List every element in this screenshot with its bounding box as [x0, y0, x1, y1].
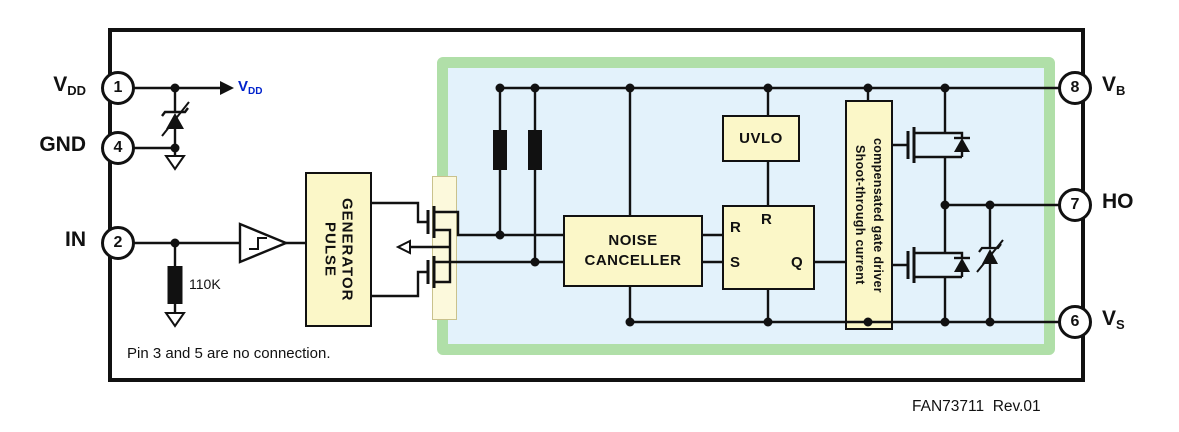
- pin-8-name: V: [1102, 73, 1117, 96]
- nc-pins-note: Pin 3 and 5 are no connection.: [127, 345, 331, 362]
- wires: [134, 86, 1059, 324]
- pin-1-name-sub: DD: [67, 83, 86, 98]
- zener-ho-clamp-icon: [976, 239, 1004, 273]
- zener-vdd-clamp-icon: [161, 101, 190, 137]
- pin-2-circle: 2: [101, 226, 135, 260]
- latch-s-input-label: S: [730, 254, 741, 271]
- pin-6-name-sub: S: [1116, 317, 1125, 332]
- gate-driver-line1: Shoot-through current: [853, 145, 867, 285]
- output-mosfet-high-icon: [906, 127, 916, 163]
- pulse-generator-line1: PULSE: [321, 221, 339, 277]
- ground-in-icon: [164, 312, 186, 328]
- rs-latch-block: [722, 205, 815, 290]
- pin-6-number: 6: [1070, 313, 1080, 330]
- pin-7-circle: 7: [1058, 188, 1092, 222]
- level-shift-mosfet-upper-icon: [426, 206, 436, 238]
- level-shift-mosfet-lower-icon: [426, 256, 436, 288]
- pulse-generator-line2: GENERATOR: [338, 197, 356, 302]
- pullup-resistor-right-icon: [528, 130, 542, 170]
- mosfet-plates: [426, 127, 916, 288]
- output-mosfet-low-icon: [906, 247, 916, 283]
- noise-canceller-line2: CANCELLER: [584, 252, 682, 269]
- pin-6-circle: 6: [1058, 305, 1092, 339]
- pin-7-number: 7: [1070, 196, 1080, 213]
- schmitt-trigger-icon: [238, 222, 290, 264]
- pin-1-number: 1: [113, 79, 123, 96]
- uvlo-block: UVLO: [722, 115, 800, 162]
- pin-1-circle: 1: [101, 71, 135, 105]
- pin-2-number: 2: [113, 234, 123, 251]
- resistor-value-label: 110K: [189, 276, 221, 292]
- gate-driver-label: Shoot-through current compensated gate d…: [851, 138, 887, 293]
- vdd-arrow-icon: [220, 81, 234, 95]
- pullup-resistor-left-icon: [493, 130, 507, 170]
- pin-8-number: 8: [1070, 79, 1080, 96]
- pin-4-circle: 4: [101, 131, 135, 165]
- pin-4-name-label: GND: [14, 133, 86, 157]
- pin-4-number: 4: [113, 139, 123, 156]
- ground-gnd-icon: [164, 155, 186, 171]
- junction-dots: [170, 83, 995, 327]
- latch-r-input-label: R: [730, 219, 741, 236]
- pin-8-name-sub: B: [1116, 83, 1126, 98]
- pin-8-name-label: VB: [1102, 73, 1126, 98]
- pin-6-name-label: VS: [1102, 307, 1125, 332]
- pin-1-name-label: VDD: [14, 73, 86, 98]
- footer-revision-label: FAN73711 Rev.01: [912, 398, 1041, 415]
- pulse-generator-block: PULSE GENERATOR: [305, 172, 372, 327]
- pin-4-name: GND: [39, 133, 86, 156]
- resistor-110k-icon: [167, 266, 183, 304]
- pin-7-name: HO: [1102, 190, 1134, 213]
- noise-canceller-label: NOISE CANCELLER: [585, 231, 682, 272]
- vdd-net-name: V: [238, 78, 249, 95]
- latch-q-output-label: Q: [791, 254, 803, 271]
- uvlo-label: UVLO: [739, 130, 783, 147]
- vdd-net-label: VDD: [238, 78, 263, 97]
- pin-7-name-label: HO: [1102, 190, 1134, 214]
- pin-2-name-label: IN: [14, 228, 86, 252]
- body-diode-low-icon: [954, 256, 970, 272]
- pin-1-name: V: [53, 73, 68, 96]
- body-diode-high-icon: [954, 136, 970, 152]
- noise-canceller-line1: NOISE: [608, 231, 658, 249]
- pin-6-name: V: [1102, 307, 1117, 330]
- pulse-generator-label: PULSE GENERATOR: [322, 198, 356, 301]
- pin-8-circle: 8: [1058, 71, 1092, 105]
- latch-r-uvlo-label: R: [761, 211, 772, 228]
- gate-driver-line2: compensated gate driver: [871, 137, 886, 293]
- gate-driver-block: Shoot-through current compensated gate d…: [845, 100, 893, 330]
- pin-2-name: IN: [65, 228, 86, 251]
- noise-canceller-block: NOISE CANCELLER: [563, 215, 703, 287]
- common-return-arrow-icon: [395, 239, 411, 255]
- vdd-net-sub: DD: [248, 86, 263, 97]
